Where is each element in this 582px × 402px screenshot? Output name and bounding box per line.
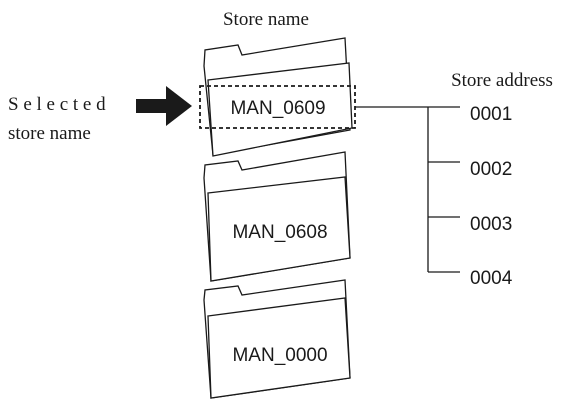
address-tree-lines xyxy=(355,106,460,273)
folder-MAN-0609[interactable]: MAN_0609 xyxy=(199,37,356,157)
address-0003[interactable]: 0003 xyxy=(470,214,512,235)
selected-label-line1: S e l e c t e d xyxy=(8,94,106,115)
folder-name: MAN_0608 xyxy=(232,222,327,243)
address-0001[interactable]: 0001 xyxy=(470,104,512,125)
selected-label-line2: store name xyxy=(8,123,91,144)
selection-arrow-icon xyxy=(136,86,192,126)
store-name-header: Store name xyxy=(223,9,309,30)
address-0004[interactable]: 0004 xyxy=(470,268,513,289)
folder-name: MAN_0000 xyxy=(232,345,327,366)
store-address-header: Store address xyxy=(451,70,553,91)
address-0002[interactable]: 0002 xyxy=(470,159,512,180)
folder-MAN-0608[interactable]: MAN_0608 xyxy=(203,151,351,282)
folder-name: MAN_0609 xyxy=(230,98,325,119)
folder-MAN-0000[interactable]: MAN_0000 xyxy=(203,279,351,399)
